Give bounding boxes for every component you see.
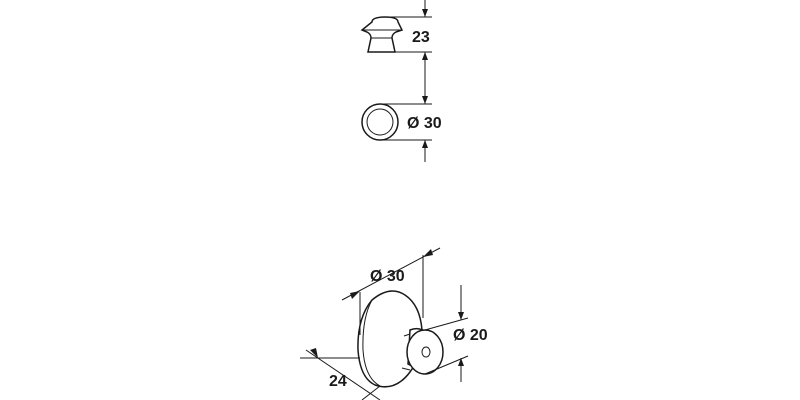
knob-base-edge-lower [401, 367, 411, 371]
side-height-label: 23 [412, 29, 430, 46]
knob-base-edge [403, 333, 411, 337]
knob-base-disc [406, 329, 444, 375]
base-dimension-arrow-lower [458, 358, 464, 366]
knob-head-body [357, 290, 423, 388]
knob-base-hole [421, 346, 431, 358]
base-dimension-arrow-upper [458, 312, 464, 320]
knob-side-silhouette [360, 16, 404, 53]
head-dimension-arrow-left [350, 291, 360, 299]
side-view: 23 [360, 0, 432, 80]
depth-dimension-line [305, 349, 381, 400]
perspective-view: Ø 30 Ø 20 24 [300, 247, 488, 400]
side-dimension-arrow-bottom [422, 52, 428, 60]
depth-dimension-arrow-left [310, 348, 318, 358]
top-diameter-label: Ø 30 [407, 115, 442, 132]
knob-top-inner-circle [366, 108, 394, 136]
depth-extension-right [361, 385, 381, 400]
knob-head-rim [362, 299, 381, 387]
side-dimension-arrow-top [422, 9, 428, 17]
head-dimension-arrow-right [423, 249, 433, 257]
head-diameter-label: Ø 30 [370, 268, 405, 285]
top-view: Ø 30 [361, 80, 442, 162]
top-dimension-arrow-upper [422, 96, 428, 104]
base-diameter-label: Ø 20 [453, 327, 488, 344]
depth-label: 24 [329, 373, 347, 390]
top-dimension-arrow-lower [422, 140, 428, 148]
